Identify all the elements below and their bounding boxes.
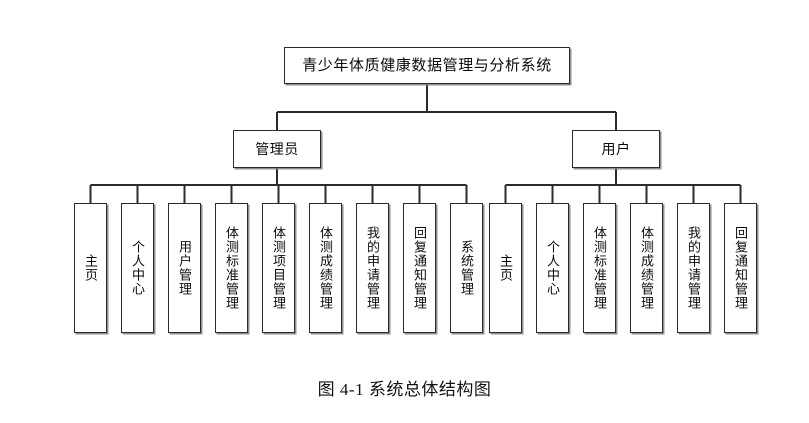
node-admin-leaf-4: 体测标准管理 xyxy=(215,203,248,333)
node-system-root-label: 青少年体质健康数据管理与分析系统 xyxy=(302,56,552,74)
node-actor-user: 用户 xyxy=(572,130,660,168)
node-user-leaf-2: 个人中心 xyxy=(536,203,569,333)
node-user-leaf-1: 主页 xyxy=(489,203,522,333)
node-admin-leaf-4-label: 体测标准管理 xyxy=(224,226,240,310)
node-admin-leaf-2: 个人中心 xyxy=(121,203,154,333)
node-admin-leaf-3-label: 用户管理 xyxy=(177,240,193,296)
node-actor-user-label: 用户 xyxy=(601,140,631,157)
node-actor-admin: 管理员 xyxy=(233,130,321,168)
node-admin-leaf-1-label: 主页 xyxy=(83,254,99,282)
node-user-leaf-6: 回复通知管理 xyxy=(724,203,757,333)
node-admin-leaf-5: 体测项目管理 xyxy=(262,203,295,333)
node-user-leaf-6-label: 回复通知管理 xyxy=(733,226,749,310)
node-admin-leaf-9-label: 系统管理 xyxy=(459,240,475,296)
node-admin-leaf-1: 主页 xyxy=(74,203,107,333)
node-user-leaf-1-label: 主页 xyxy=(498,254,514,282)
node-admin-leaf-9: 系统管理 xyxy=(450,203,483,333)
node-admin-leaf-8: 回复通知管理 xyxy=(403,203,436,333)
node-admin-leaf-2-label: 个人中心 xyxy=(130,240,146,296)
node-admin-leaf-8-label: 回复通知管理 xyxy=(412,226,428,310)
figure-caption: 图 4-1 系统总体结构图 xyxy=(317,380,492,399)
node-user-leaf-3: 体测标准管理 xyxy=(583,203,616,333)
node-admin-leaf-6-label: 体测成绩管理 xyxy=(318,226,334,310)
node-actor-admin-label: 管理员 xyxy=(255,140,299,157)
node-admin-leaf-5-label: 体测项目管理 xyxy=(271,226,287,310)
node-user-leaf-5-label: 我的申请管理 xyxy=(686,226,702,310)
node-system-root: 青少年体质健康数据管理与分析系统 xyxy=(284,47,570,84)
node-admin-leaf-6: 体测成绩管理 xyxy=(309,203,342,333)
node-user-leaf-5: 我的申请管理 xyxy=(677,203,710,333)
node-user-leaf-3-label: 体测标准管理 xyxy=(592,226,608,310)
node-admin-leaf-7-label: 我的申请管理 xyxy=(365,226,381,310)
node-user-leaf-2-label: 个人中心 xyxy=(545,240,561,296)
node-admin-leaf-7: 我的申请管理 xyxy=(356,203,389,333)
node-user-leaf-4: 体测成绩管理 xyxy=(630,203,663,333)
node-admin-leaf-3: 用户管理 xyxy=(168,203,201,333)
node-user-leaf-4-label: 体测成绩管理 xyxy=(639,226,655,310)
